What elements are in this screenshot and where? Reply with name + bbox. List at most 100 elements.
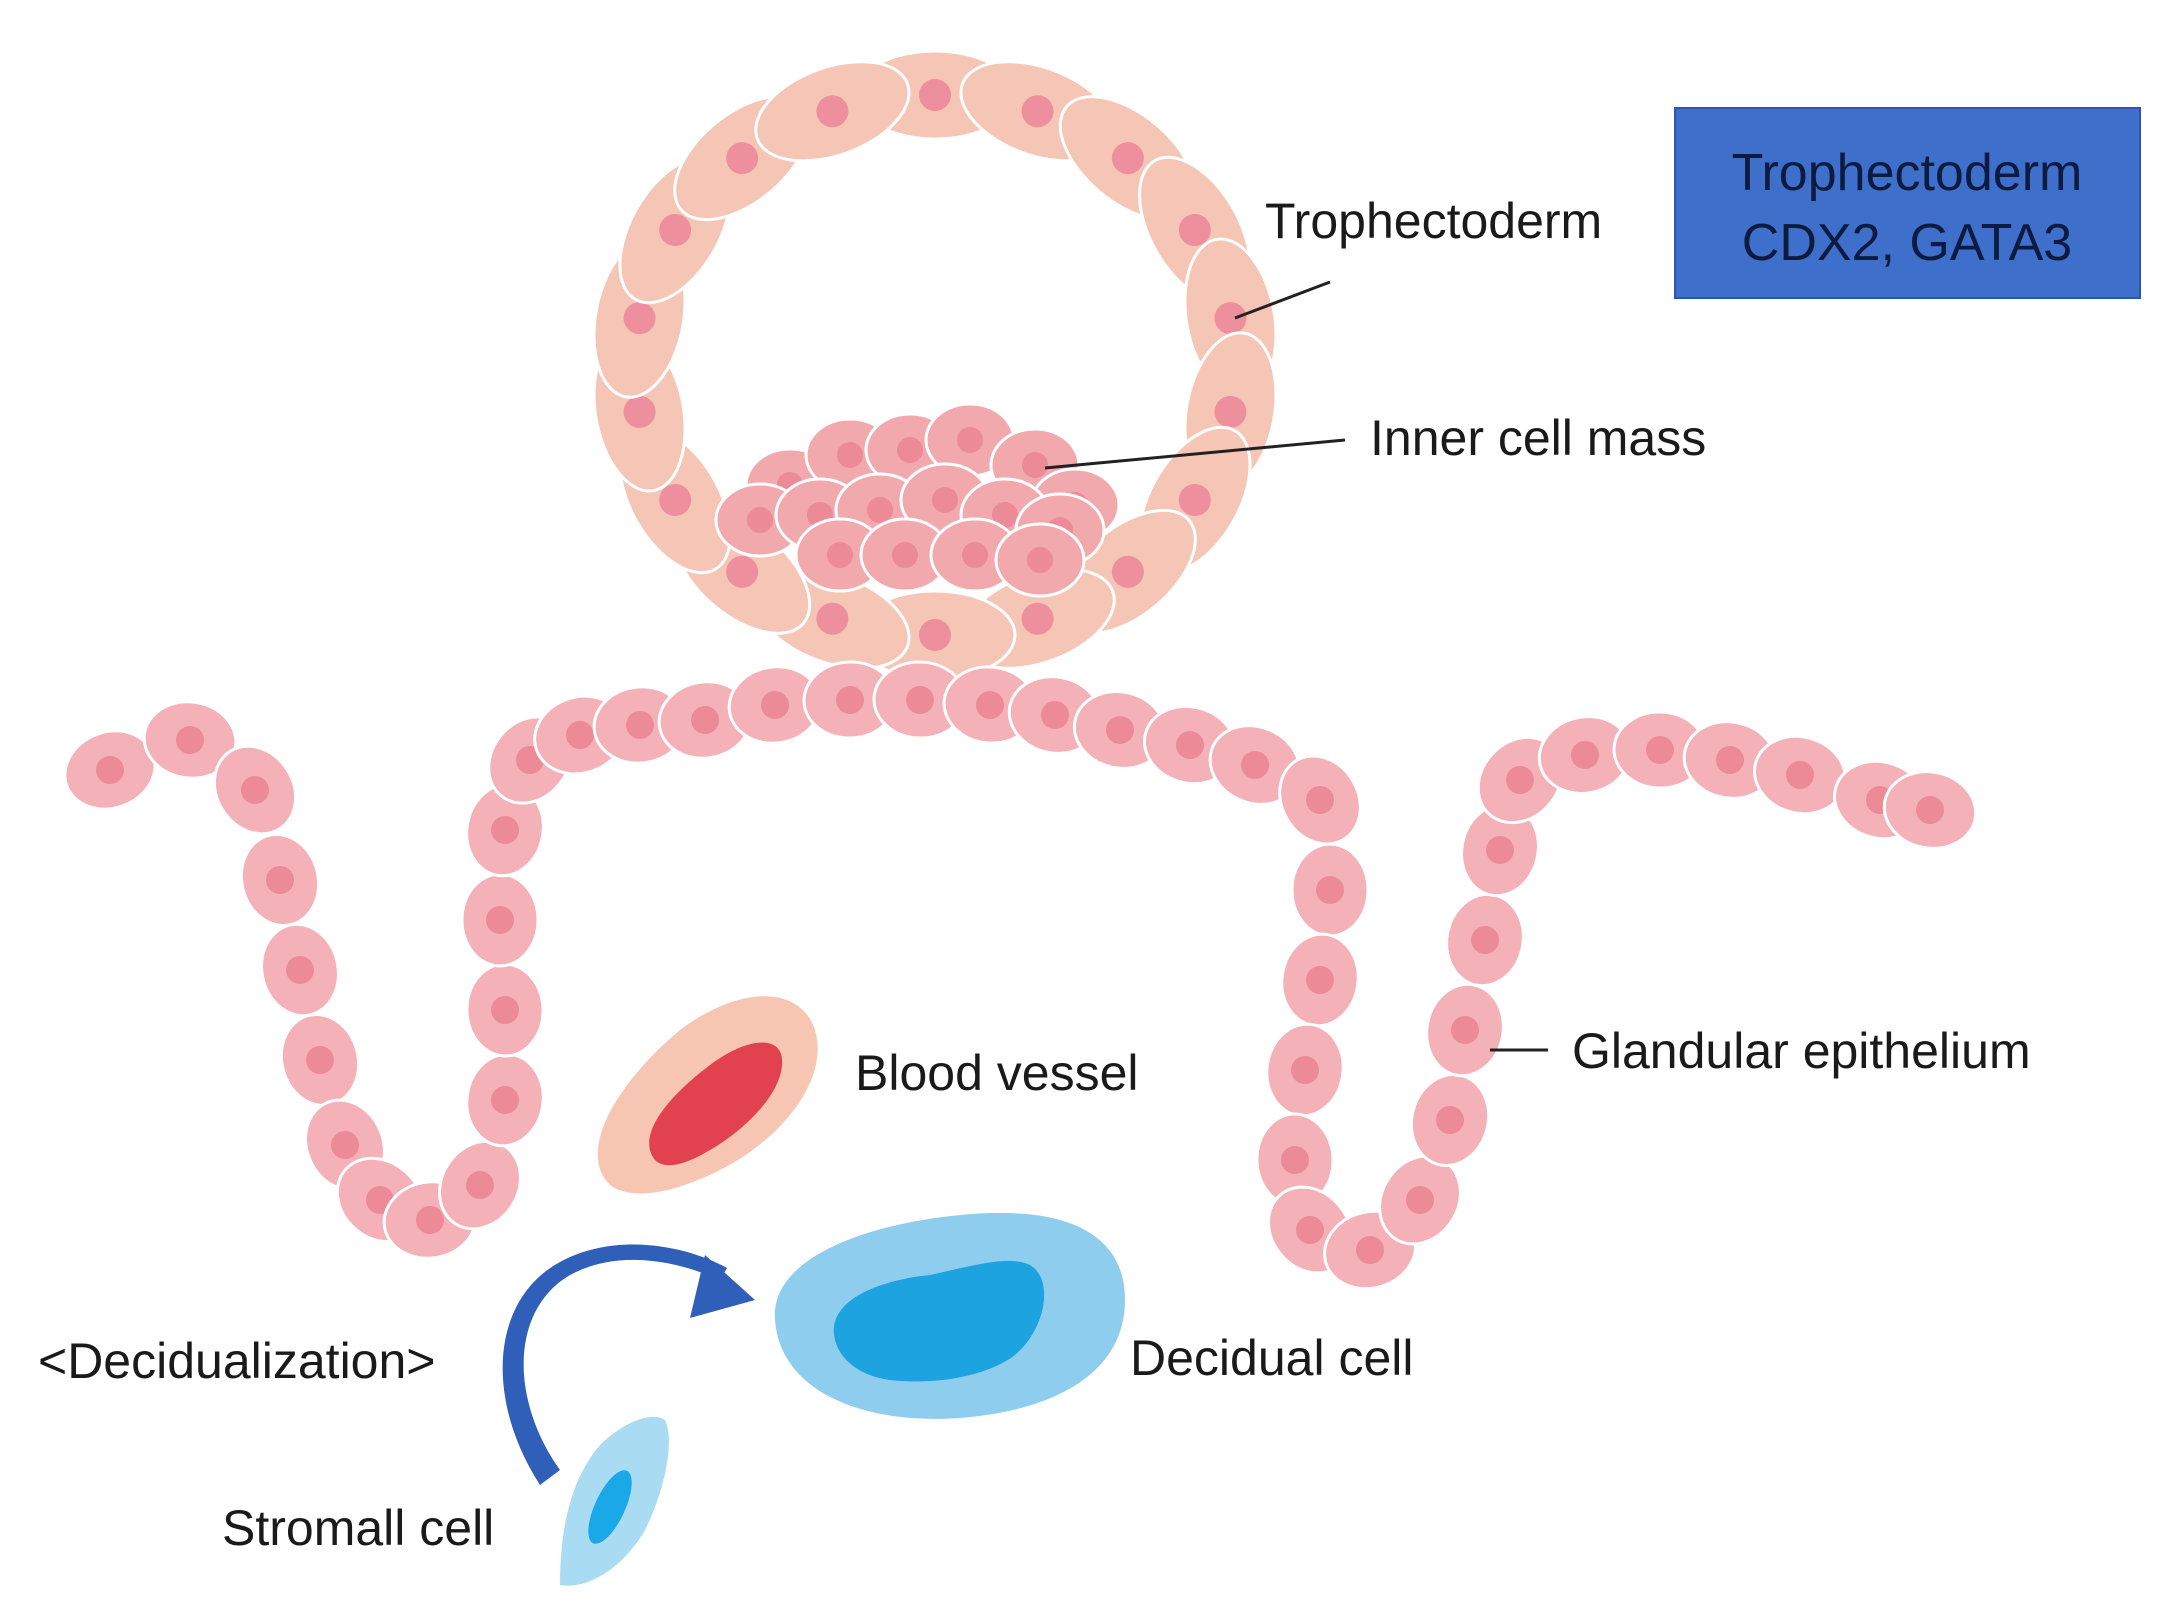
epithelium-cell-nucleus	[1571, 741, 1599, 769]
epithelium-cell	[279, 1012, 361, 1108]
epithelium-cell-nucleus	[466, 1171, 494, 1199]
epithelium-cell	[1208, 724, 1302, 806]
trophectoderm-cell-nucleus	[659, 214, 692, 246]
marker-box-background	[1674, 107, 2141, 299]
trophectoderm-cell-nucleus	[659, 484, 692, 516]
epithelium-cell-nucleus	[976, 691, 1004, 719]
epithelium-cell	[1682, 720, 1778, 800]
trophectoderm-cell-nucleus	[1178, 214, 1211, 246]
epithelium-cell-nucleus	[1486, 836, 1514, 864]
epithelium-cell	[460, 872, 540, 968]
inner-cell-mass-cell	[794, 517, 886, 593]
epithelium-cell	[1265, 1022, 1345, 1118]
epithelium-cell	[727, 665, 823, 745]
epithelium-cell	[465, 1052, 545, 1148]
epithelium-cell	[1280, 932, 1360, 1028]
epithelium-cell-nucleus	[1471, 926, 1499, 954]
epithelium-cell-nucleus	[1356, 1236, 1384, 1264]
epithelium-cell	[1278, 754, 1362, 846]
inner-cell-mass-cell	[859, 517, 951, 593]
inner-cell-mass-cell-nucleus	[897, 437, 923, 463]
epithelium-cell-nucleus	[486, 906, 514, 934]
epithelium-cell-nucleus	[1436, 1106, 1464, 1134]
trophectoderm-marker-box: Trophectoderm CDX2, GATA3	[1674, 107, 2141, 299]
epithelium-cell	[872, 660, 968, 740]
decidual-cell-nucleus	[833, 1260, 1045, 1382]
epithelium-cell-nucleus	[491, 996, 519, 1024]
trophectoderm-leader	[1234, 280, 1331, 320]
trophectoderm-cell-nucleus	[816, 602, 849, 635]
epithelium-cell-nucleus	[1306, 786, 1334, 814]
trophectoderm-cell-nucleus	[726, 142, 759, 175]
epithelium-cell-nucleus	[626, 711, 654, 739]
epithelium-cell	[1425, 982, 1505, 1078]
epithelium-cell-nucleus	[1786, 761, 1814, 789]
trophectoderm-cell-nucleus	[623, 302, 656, 335]
epithelium-cell	[1445, 892, 1525, 988]
inner-cell-mass-cell-nucleus	[962, 542, 988, 568]
marker-box-markers: CDX2, GATA3	[1742, 214, 2072, 272]
trophectoderm-cell-nucleus	[726, 555, 759, 588]
inner-cell-mass-cell	[994, 522, 1086, 598]
epithelium-cell	[1290, 842, 1370, 938]
epithelium-cell-nucleus	[1646, 736, 1674, 764]
epithelium-cell-nucleus	[836, 686, 864, 714]
epithelium-cell	[1409, 1072, 1491, 1168]
epithelium-cell-nucleus	[1241, 751, 1269, 779]
label-blood-vessel: Blood vessel	[855, 1045, 1139, 1101]
trophectoderm-cell-nucleus	[1214, 302, 1247, 335]
epithelium-cell-nucleus	[1916, 796, 1944, 824]
epithelium-cell	[212, 744, 298, 836]
epithelium-cell	[1882, 770, 1978, 850]
epithelium-cell	[260, 922, 340, 1018]
epithelium-cell-nucleus	[1506, 766, 1534, 794]
epithelium-cell-nucleus	[96, 756, 124, 784]
epithelium-cell-nucleus	[761, 691, 789, 719]
inner-cell-mass-cell-nucleus	[1027, 547, 1053, 573]
trophectoderm-cell-nucleus	[816, 95, 849, 128]
trophectoderm-cell-nucleus	[1111, 142, 1144, 175]
decidual-cell	[774, 1212, 1125, 1419]
trophectoderm-cell-nucleus	[1021, 602, 1054, 635]
label-decidual-cell: Decidual cell	[1130, 1330, 1413, 1386]
epithelium-cell-nucleus	[266, 866, 294, 894]
epithelium-cell-nucleus	[1041, 701, 1069, 729]
label-trophectoderm: Trophectoderm	[1265, 193, 1602, 249]
epithelium-cell	[142, 700, 238, 780]
epithelium-cell-nucleus	[1291, 1056, 1319, 1084]
trophectoderm-cell-nucleus	[919, 619, 951, 651]
inner-cell-mass-cell-nucleus	[837, 442, 863, 468]
epithelium-cell-nucleus	[691, 706, 719, 734]
trophectoderm-cell	[754, 60, 911, 163]
epithelium-cell-nucleus	[286, 956, 314, 984]
marker-box-title: Trophectoderm	[1732, 144, 2083, 202]
epithelium-cell-nucleus	[1176, 731, 1204, 759]
label-decidualization: <Decidualization>	[38, 1333, 436, 1389]
epithelium-cell-nucleus	[241, 776, 269, 804]
epithelium-cell-nucleus	[176, 726, 204, 754]
stromal-cell	[560, 1416, 669, 1586]
epithelium-cell-nucleus	[1281, 1146, 1309, 1174]
blastocyst	[592, 49, 1278, 681]
epithelium-cell-nucleus	[1106, 716, 1134, 744]
label-stromal-cell: Stromall cell	[222, 1500, 494, 1556]
epithelium-cell-nucleus	[1451, 1016, 1479, 1044]
inner-cell-mass-cell-nucleus	[827, 542, 853, 568]
glandular-epithelium-layer	[63, 660, 1978, 1291]
inner-cell-mass-cell-nucleus	[992, 502, 1018, 528]
inner-cell-mass-leader	[1044, 438, 1346, 470]
epithelium-cell-nucleus	[491, 1086, 519, 1114]
inner-cell-mass-cell-nucleus	[1022, 452, 1048, 478]
trophectoderm-cell-nucleus	[919, 79, 951, 111]
epithelium-cell	[1537, 715, 1633, 795]
inner-cell-mass-cell-nucleus	[867, 497, 893, 523]
epithelium-cell-nucleus	[1716, 746, 1744, 774]
trophectoderm-cell-nucleus	[1178, 484, 1211, 516]
epithelium-cell-nucleus	[491, 816, 519, 844]
stromal-cell-nucleus	[588, 1470, 632, 1544]
epithelium-cell-nucleus	[1296, 1216, 1324, 1244]
epithelium-cell-nucleus	[331, 1131, 359, 1159]
blood-vessel-lumen	[649, 1042, 783, 1166]
epithelium-cell-nucleus	[1316, 876, 1344, 904]
